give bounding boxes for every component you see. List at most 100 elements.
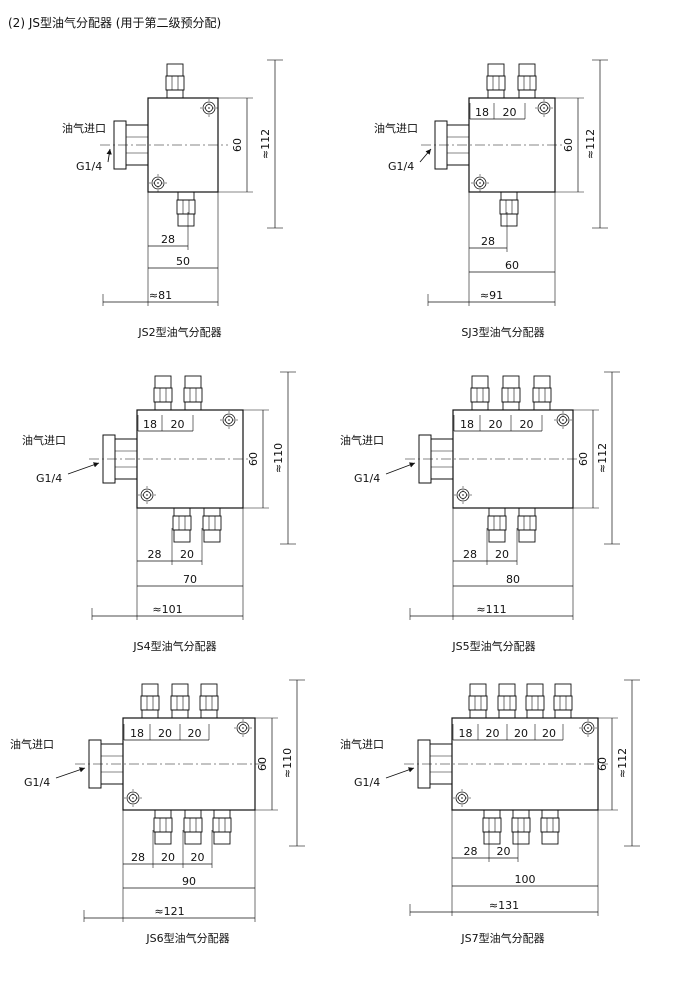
diagram-caption: JS6型油气分配器 [145,931,229,945]
fitting-nut [200,709,218,719]
dimension-label: 20 [520,418,534,431]
hole-outer [202,101,216,115]
outlet-fitting-bottom [202,507,222,543]
outlet-fitting-top [153,375,173,411]
inlet-arrow [106,148,112,163]
fitting-cap [526,683,544,697]
inlet-arrow [419,148,432,163]
fitting-nut [213,809,231,819]
dimension-label: 70 [183,573,197,586]
fitting-nut [203,507,221,517]
outlet-fitting-top [486,63,506,99]
fitting-cap [471,375,489,389]
outlet-fitting-top [183,375,203,411]
mounting-hole [234,719,252,737]
fitting-cap [200,683,218,697]
dimension-label: 28 [131,851,145,864]
mounting-hole [149,174,167,192]
fitting-cap [483,831,501,845]
hole-outer [456,488,470,502]
dimension-label: 50 [176,255,190,268]
outlet-fitting-top [517,63,537,99]
dimension-label: 20 [171,418,185,431]
fitting-cap [488,529,506,543]
fitting-cap [177,213,195,227]
diagram-caption: JS7型油气分配器 [460,931,544,945]
dimension-label: ≈91 [480,289,503,302]
inlet-label: 油气进口 [340,737,384,751]
dimension-label: 20 [489,418,503,431]
outlet-fitting-top [497,683,517,719]
mounting-hole [200,99,218,117]
diagram-caption: JS2型油气分配器 [137,325,221,339]
fitting-nut [184,401,202,411]
outlet-fitting-bottom [172,507,192,543]
fitting-nut [171,709,189,719]
fitting-hex [183,817,203,833]
overall-height-label: ≈110 [272,443,285,473]
thread-label: G1/4 [36,472,62,485]
fitting-cap [498,683,516,697]
dimension-label: 20 [514,727,528,740]
fitting-nut [533,401,551,411]
dimension-label: 20 [191,851,205,864]
dimension-label: 20 [161,851,175,864]
dimension-label: 20 [497,845,511,858]
height-label: 60 [562,138,575,152]
hole-outer [581,721,595,735]
fitting-nut [154,809,172,819]
fitting-hex [487,515,507,531]
diagram-caption: JS5型油气分配器 [451,639,535,653]
fitting-hex [183,387,203,403]
fitting-nut [502,401,520,411]
inlet-nut [417,739,431,789]
fitting-hex [176,199,196,215]
outlet-fitting-top [140,683,160,719]
fitting-hex [153,387,173,403]
page-title: (2) JS型油气分配器 (用于第二级预分配) [8,16,222,30]
dimension-label: 60 [505,259,519,272]
mounting-hole [535,99,553,117]
fitting-cap [203,529,221,543]
hole-outer [140,488,154,502]
inlet-nut [102,434,116,484]
dimension-label: 20 [188,727,202,740]
mounting-hole [454,486,472,504]
fitting-cap [469,683,487,697]
overall-height-label: ≈112 [616,748,629,778]
dimension-label: 18 [143,418,157,431]
fitting-nut [173,507,191,517]
fitting-nut [541,809,559,819]
dimension-label: 28 [464,845,478,858]
dimension-label: 20 [158,727,172,740]
fitting-hex [486,75,506,91]
dimension-label: 100 [515,873,536,886]
fitting-nut [177,191,195,201]
fitting-hex [540,817,560,833]
mounting-hole [471,174,489,192]
inlet-nut [434,120,448,170]
fitting-hex [468,695,488,711]
dimension-label: 28 [148,548,162,561]
fitting-cap [541,831,559,845]
diagram-caption: JS4型油气分配器 [132,639,216,653]
fitting-cap [141,683,159,697]
thread-label: G1/4 [354,776,380,789]
fitting-nut [469,709,487,719]
dimension-label: ≈81 [149,289,172,302]
fitting-nut [518,507,536,517]
outlet-fitting-top [553,683,573,719]
fitting-cap [518,63,536,77]
inlet-nut [418,434,432,484]
dimension-label: 90 [182,875,196,888]
fitting-hex [497,695,517,711]
inlet-label: 油气进口 [340,433,384,447]
mounting-hole [138,486,156,504]
dimension-label: 80 [506,573,520,586]
dimension-label: 18 [460,418,474,431]
fitting-cap [487,63,505,77]
fitting-nut [554,709,572,719]
